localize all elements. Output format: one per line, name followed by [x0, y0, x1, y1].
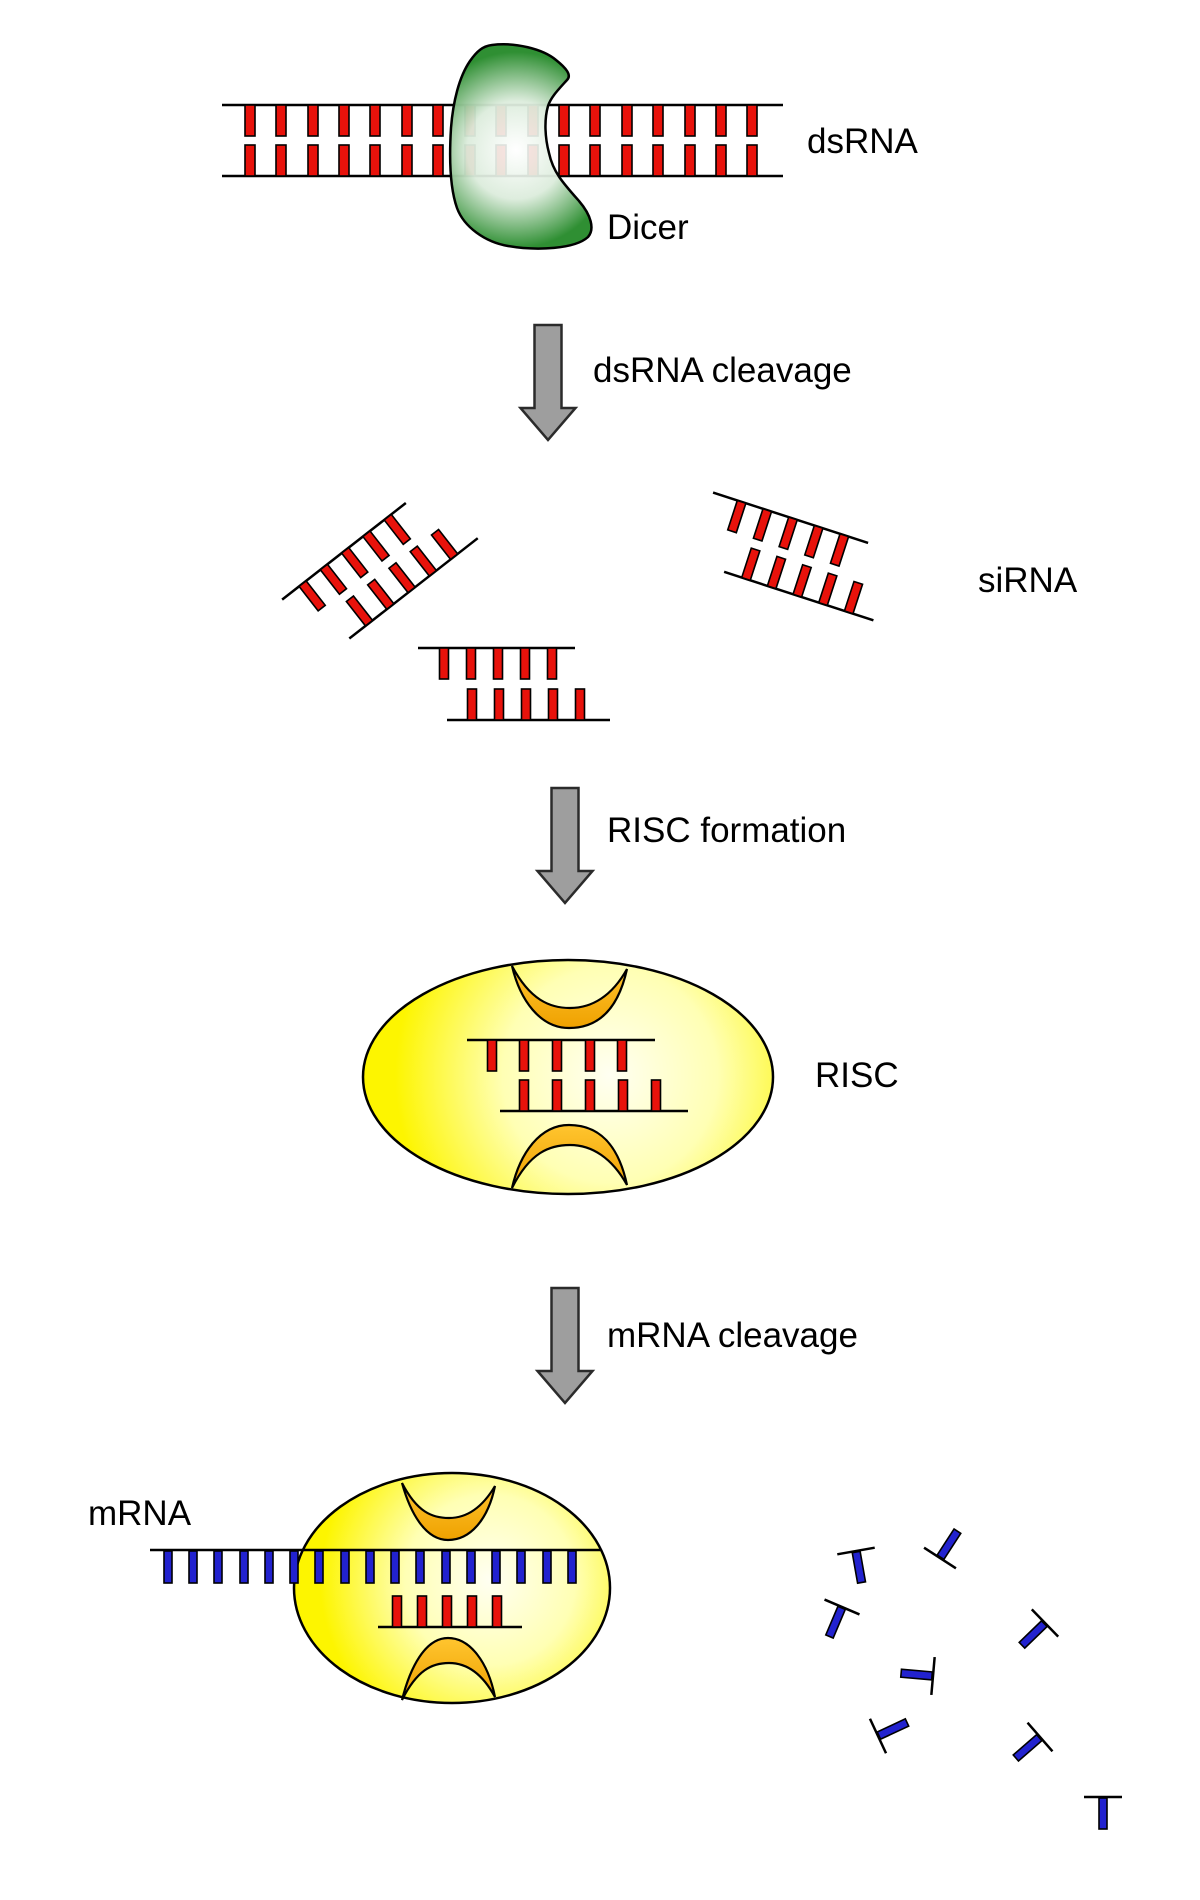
- sirna-duplex-icon-left: [280, 480, 480, 658]
- mrna-fragment-icon-3: [810, 1598, 861, 1646]
- mrna-bases: [163, 1550, 577, 1584]
- sirna-duplex-icon-middle: [416, 646, 612, 722]
- down-arrow-icon-3: [536, 1286, 594, 1405]
- risc-label: RISC: [815, 1056, 899, 1095]
- risc-on-mrna-icon: [150, 1471, 612, 1705]
- mrna-fragment-icon-4: [898, 1653, 936, 1697]
- risc-lower-crescent-icon: [510, 1123, 629, 1189]
- mrna-fragment-icon-8: [1082, 1795, 1124, 1831]
- risc-complex-icon: [361, 958, 775, 1196]
- step1-label: dsRNA cleavage: [593, 351, 852, 390]
- mrna-fragment-icon-5: [868, 1704, 917, 1755]
- risc2-lower-crescent-icon: [400, 1636, 497, 1701]
- mrna-fragment-icon-2: [922, 1519, 975, 1570]
- dsrna-duplex: [222, 43, 783, 250]
- mrna-fragment-icon-1: [836, 1546, 882, 1588]
- cleaved-mrna-fragments: [810, 1519, 1124, 1831]
- dicer-label: Dicer: [607, 208, 689, 247]
- risc2-upper-crescent-icon: [400, 1482, 497, 1542]
- dicer-enzyme-icon: [448, 43, 593, 250]
- dsrna-bottom-bases: [244, 144, 758, 177]
- risc-sirna-duplex: [467, 1038, 688, 1113]
- guide-strand: [378, 1595, 522, 1629]
- mrna-fragment-icon-6: [1007, 1608, 1060, 1661]
- step3-label: mRNA cleavage: [607, 1316, 858, 1355]
- down-arrow-icon-1: [519, 323, 577, 442]
- sirna-duplex-icon-right: [689, 491, 897, 622]
- dsrna-label: dsRNA: [807, 122, 919, 161]
- step2-label: RISC formation: [607, 811, 846, 850]
- mrna-label: mRNA: [88, 1494, 192, 1533]
- down-arrow-icon-2: [536, 786, 594, 905]
- mrna-strand: [150, 1548, 601, 1584]
- sirna-label: siRNA: [978, 561, 1078, 600]
- risc-upper-crescent-icon: [510, 965, 629, 1030]
- mrna-fragment-icon-7: [1002, 1721, 1054, 1774]
